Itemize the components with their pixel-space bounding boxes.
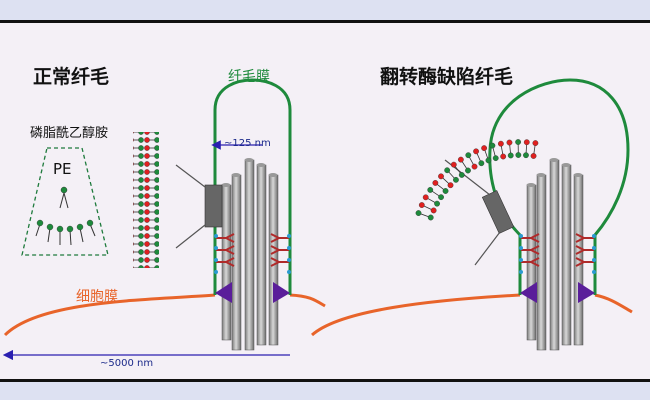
left-cell-membrane-right [289,293,326,308]
right-zoom-box [481,190,515,234]
cilia-membrane-label: 纤毛膜 [228,69,270,85]
right-cell-membrane [311,293,521,337]
right-axoneme [526,159,584,351]
lipid-head-inner [530,153,537,159]
lipid-head-outer [506,139,513,146]
lipid-head-inner [438,194,444,201]
lipid-head-outer [418,202,425,208]
left-cilia-membrane [213,78,292,295]
right-cell-membrane-right [594,293,633,314]
lipid-head-inner [465,167,471,174]
lipid-head-outer [473,148,479,155]
left-cell-membrane [3,293,216,337]
cell-membrane-label: 细胞膜 [76,289,118,305]
lipid-head-outer [422,194,429,201]
pe-zoom-outline [21,147,109,256]
length-measure-label: ~5000 nm [100,358,154,369]
lipid-head-inner [427,214,434,221]
right-lipid-bilayer-curved [415,139,539,221]
lipid-head-outer [427,187,434,193]
lipid-head-outer [532,140,539,147]
right-cilia-membrane [488,78,630,295]
left-zoom-box [204,184,223,228]
left-basal-arrow-r [273,282,290,303]
lipid-head-outer [515,139,522,145]
lipid-head-outer [489,142,496,149]
lipid-head-outer [497,140,504,147]
lipid-head-inner [458,172,465,178]
right-basal-arrow-r [578,282,595,303]
right-transition-zone-links [521,233,594,267]
phospholipid-label: 磷脂酰乙醇胺 [30,126,109,141]
lipid-head-outer [465,152,472,159]
left-transition-zone-links [216,233,289,267]
lipid-head-outer [432,180,439,186]
lipid-head-outer [444,167,451,174]
lipid-head-inner [515,152,522,158]
lipid-head-inner [523,152,529,159]
lipid-head-outer [415,210,422,216]
lipid-head-inner [500,153,507,160]
pe-molecule-icon [59,186,69,209]
lipid-head-inner [447,182,454,189]
lipid-head-inner [434,200,440,207]
lipid-head-inner [507,152,514,159]
lipid-head-outer [438,173,444,180]
left-lipid-bilayer [133,132,159,268]
width-measure-label: ~125 nm [224,138,271,149]
lipid-head-outer [523,139,530,146]
lipid-head-outer [457,156,464,163]
left-basal-arrow-l [215,282,232,303]
lipid-head-outer [450,161,457,168]
right-basal-arrow-l [520,282,537,303]
lipid-head-inner [430,207,437,214]
left-axoneme [221,159,279,351]
lipid-head-inner [471,163,478,170]
lipid-head-inner [453,176,459,183]
pe-label: PE [53,160,72,178]
lipid-head-inner [442,188,449,194]
lipid-head-inner [485,157,492,164]
pe-micelle-icon [35,219,96,246]
left-panel-title: 正常纤毛 [33,66,110,88]
lipid-head-inner [478,160,485,167]
lipid-head-inner [492,155,499,162]
right-panel-title: 翻转酶缺陷纤毛 [380,66,514,88]
lipid-head-outer [481,145,488,152]
